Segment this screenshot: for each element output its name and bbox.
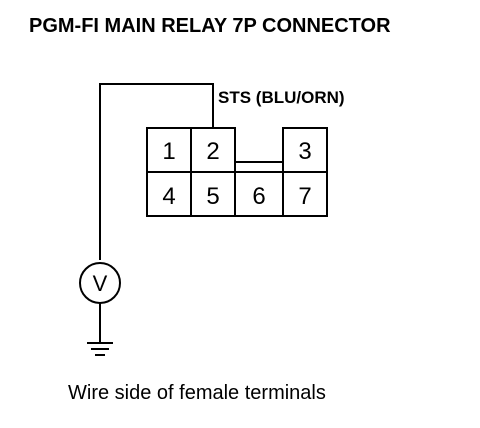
ground-symbol-icon (87, 342, 113, 356)
pin-3-label: 3 (298, 138, 311, 165)
pin-1-label: 1 (162, 138, 175, 165)
pin-4-label: 4 (162, 183, 175, 210)
pin-5-label: 5 (206, 183, 219, 210)
diagram-title: PGM-FI MAIN RELAY 7P CONNECTOR (29, 15, 391, 37)
connector-housing (146, 127, 328, 217)
pin-7-label: 7 (298, 183, 311, 210)
diagram-caption: Wire side of female terminals (68, 382, 326, 404)
wire-label: STS (BLU/ORN) (218, 88, 345, 107)
pin-2-label: 2 (206, 138, 219, 165)
test-lead-wire (99, 83, 214, 260)
voltmeter-icon: V (79, 262, 121, 304)
voltmeter-symbol: V (93, 271, 108, 296)
pin-6-label: 6 (252, 183, 265, 210)
